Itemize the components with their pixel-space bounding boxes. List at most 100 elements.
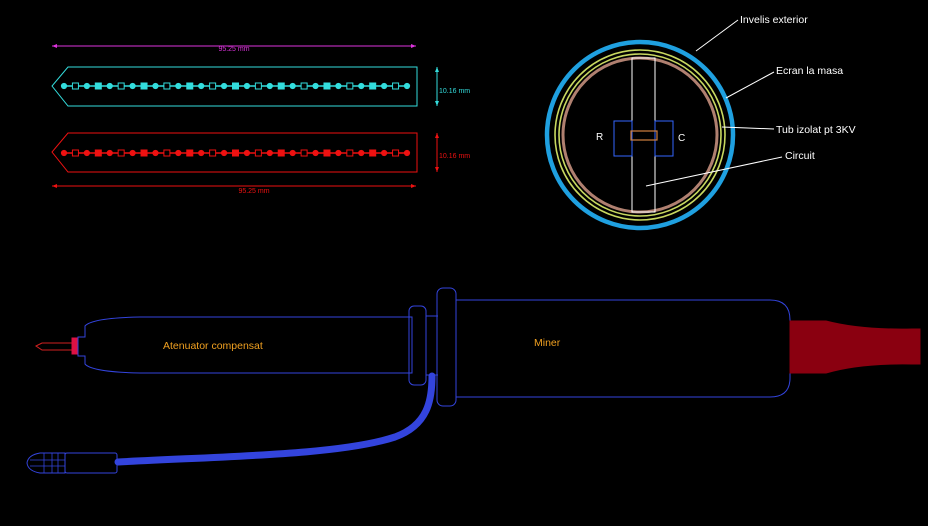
pcb-bottom-pads: [60, 149, 411, 157]
pcb-pad-square: [369, 82, 377, 90]
pcb-pad-round: [403, 82, 411, 90]
pcb-top-outline: [51, 66, 418, 107]
outer-jacket-label: Invelis exterior: [740, 14, 808, 26]
pcb-pad-square: [392, 149, 400, 157]
pcb-pad-square: [300, 149, 308, 157]
pcb-pad-square: [232, 82, 239, 90]
probe-tip-collar: [71, 337, 79, 355]
pcb-pad-round: [312, 82, 319, 90]
pcb-pad-round: [106, 82, 113, 90]
pcb-pad-square: [71, 149, 79, 157]
arrow-right-icon: [411, 44, 416, 48]
pcb-pad-round: [152, 82, 159, 90]
pcb-pad-square: [186, 149, 194, 157]
pcb-pad-round: [358, 82, 365, 90]
pcb-pad-round: [198, 149, 205, 157]
arrow-up-icon: [435, 67, 439, 72]
resistor-label: R: [596, 132, 603, 143]
pcb-pad-round: [83, 82, 90, 90]
pcb-top-width-label: 95.25 mm: [218, 46, 249, 53]
pcb-pad-square: [277, 149, 285, 157]
pcb-pad-round: [403, 149, 411, 157]
resistor-body: [613, 120, 633, 157]
circuit-label: Circuit: [785, 150, 815, 162]
pcb-pad-round: [198, 82, 205, 90]
ring-large: [436, 287, 457, 407]
strain-relief: [789, 320, 921, 374]
pcb-top-height-label: 10.16 mm: [439, 88, 470, 95]
insulation-tube-ring-outer: [554, 49, 726, 221]
pcb-pad-square: [186, 82, 194, 90]
pcb-pad-round: [175, 82, 182, 90]
pcb-pad-square: [117, 149, 125, 157]
pcb-pad-round: [83, 149, 90, 157]
shield-label: Ecran la masa: [776, 65, 843, 77]
pcb-pad-square: [117, 82, 125, 90]
arrow-left-icon: [52, 44, 57, 48]
pcb-pad-square: [277, 82, 285, 90]
ground-clip: [26, 452, 118, 474]
pcb-pad-square: [140, 82, 148, 90]
pcb-pad-square: [369, 149, 377, 157]
pcb-pad-round: [266, 149, 273, 157]
circuit-board: [631, 57, 656, 213]
ring-small: [408, 305, 427, 386]
cable-cross-section: R C Invelis exterior Ecran la masa Tub i…: [544, 14, 856, 231]
pcb-pad-round: [335, 149, 342, 157]
attenuator-label: Atenuator compensat: [163, 340, 263, 352]
pcb-bottom: 10.16 mm 95.25 mm: [51, 132, 470, 195]
pcb-pad-square: [254, 82, 262, 90]
component-pad: [630, 130, 658, 141]
arrow-down-icon: [435, 101, 439, 106]
ground-cable: [114, 372, 436, 466]
arrow-down-icon: [435, 167, 439, 172]
pcb-pad-square: [209, 149, 217, 157]
pcb-pad-round: [289, 82, 296, 90]
leader-circuit: [645, 156, 783, 187]
pcb-pad-round: [175, 149, 182, 157]
shield-ring: [561, 56, 719, 214]
arrow-right-icon: [411, 184, 416, 188]
pcb-pad-round: [312, 149, 319, 157]
insulation-tube-label: Tub izolat pt 3KV: [776, 124, 856, 136]
handle-label: Miner: [534, 337, 561, 349]
pcb-pad-round: [358, 149, 365, 157]
pcb-pad-square: [209, 82, 217, 90]
pcb-pad-round: [243, 82, 251, 90]
pcb-pad-square: [94, 82, 102, 90]
pcb-pad-square: [346, 82, 354, 90]
pcb-pad-square: [323, 82, 331, 90]
pcb-top-pads: [60, 82, 411, 90]
probe-assembly: Atenuator compensat Miner: [26, 287, 921, 474]
ground-clip-jaw: [26, 452, 66, 474]
pcb-pad-square: [232, 149, 239, 157]
leader-shield: [725, 71, 775, 99]
pcb-pad-round: [152, 149, 159, 157]
pcb-pad-square: [254, 149, 262, 157]
capacitor-body: [654, 120, 674, 157]
pcb-pad-square: [71, 82, 79, 90]
probe-tip: [35, 342, 73, 351]
pcb-pad-round: [220, 149, 228, 157]
attenuator-body: [77, 316, 413, 374]
leader-insulation-tube: [721, 126, 775, 130]
pcb-pad-round: [106, 149, 113, 157]
arrow-left-icon: [52, 184, 57, 188]
pcb-pad-square: [140, 149, 148, 157]
pcb-pad-round: [60, 149, 68, 157]
pcb-bottom-height-label: 10.16 mm: [439, 153, 470, 160]
pcb-bottom-outline: [51, 132, 418, 173]
outer-jacket-ring: [544, 39, 736, 231]
pcb-pad-round: [220, 82, 228, 90]
leader-outer-jacket: [695, 19, 739, 52]
pcb-bottom-width-label: 95.25 mm: [238, 188, 269, 195]
pcb-top: 95.25 mm 10.16 mm: [51, 44, 470, 107]
pcb-pad-square: [300, 82, 308, 90]
pcb-pad-round: [381, 82, 388, 90]
pcb-pad-square: [323, 149, 331, 157]
capacitor-label: C: [678, 133, 685, 144]
pcb-pad-square: [163, 82, 171, 90]
pcb-pad-square: [163, 149, 171, 157]
pcb-pad-square: [346, 149, 354, 157]
